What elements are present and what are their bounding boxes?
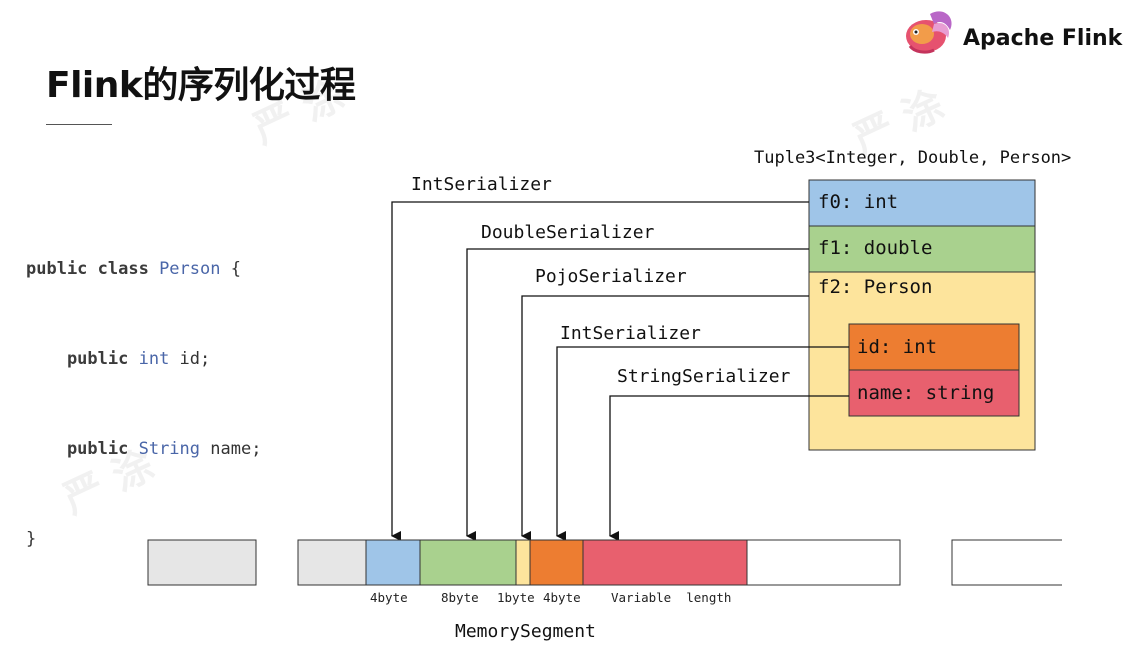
title-underline <box>46 124 112 125</box>
tuple-f1-label: f1: double <box>818 237 933 259</box>
memory-block-right <box>951 539 1062 586</box>
flink-squirrel-logo-icon <box>900 6 958 56</box>
tuple-type-label: Tuple3<Integer, Double, Person> <box>754 148 1072 168</box>
page-title: Flink的序列化过程 <box>46 65 356 106</box>
code-line: public int id; <box>26 344 261 374</box>
code-type: int <box>138 349 170 369</box>
tuple-f0-label: f0: int <box>818 191 899 213</box>
code-keyword: public <box>26 439 139 459</box>
person-name-cell <box>848 369 1020 417</box>
memory-double-slot <box>419 539 517 586</box>
tuple-f2-label: f2: Person <box>818 276 933 298</box>
code-text: name; <box>200 439 262 459</box>
pojo-serializer-label: PojoSerializer <box>535 266 687 287</box>
memory-pojo-flag-slot <box>515 539 531 586</box>
string-serializer-connector <box>609 395 849 541</box>
code-line: public class Person { <box>26 254 261 284</box>
int-serializer-label: IntSerializer <box>411 174 552 195</box>
tuple-f0-cell <box>808 179 1036 227</box>
memory-free-slot <box>746 539 901 586</box>
code-type: String <box>138 439 201 459</box>
size-label-int: 4byte <box>370 590 408 605</box>
memory-int-slot <box>365 539 421 586</box>
size-label-id: 4byte <box>543 590 581 605</box>
pojo-serializer-connector <box>521 295 809 541</box>
double-serializer-connector <box>466 248 809 541</box>
person-id-cell <box>848 323 1020 371</box>
memory-segment-label: MemorySegment <box>455 621 596 642</box>
size-label-pojo-flag: 1byte <box>497 590 535 605</box>
person-id-label: id: int <box>857 336 938 358</box>
memory-id-slot <box>529 539 584 586</box>
code-text: } <box>26 529 37 549</box>
int-serializer-connector <box>391 201 809 541</box>
code-line: } <box>26 524 261 554</box>
int-serializer-2-label: IntSerializer <box>560 323 701 344</box>
memory-block-left <box>147 539 257 586</box>
person-name-label: name: string <box>857 382 995 404</box>
brand-name: Apache Flink <box>963 26 1123 51</box>
double-serializer-label: DoubleSerializer <box>481 222 655 243</box>
size-label-name: Variable length <box>611 590 732 605</box>
int-serializer-2-connector <box>556 346 849 541</box>
string-serializer-label: StringSerializer <box>617 366 791 387</box>
code-text: id; <box>169 349 211 369</box>
code-block: public class Person { public int id; pub… <box>26 194 261 584</box>
code-text: { <box>220 259 241 279</box>
code-keyword: public class <box>26 259 160 279</box>
code-line: public String name; <box>26 434 262 464</box>
code-type: Person <box>159 259 221 279</box>
memory-name-slot <box>582 539 748 586</box>
memory-block-gray <box>297 539 367 586</box>
tuple-f1-cell <box>808 225 1036 273</box>
size-label-double: 8byte <box>441 590 479 605</box>
code-keyword: public <box>26 349 139 369</box>
